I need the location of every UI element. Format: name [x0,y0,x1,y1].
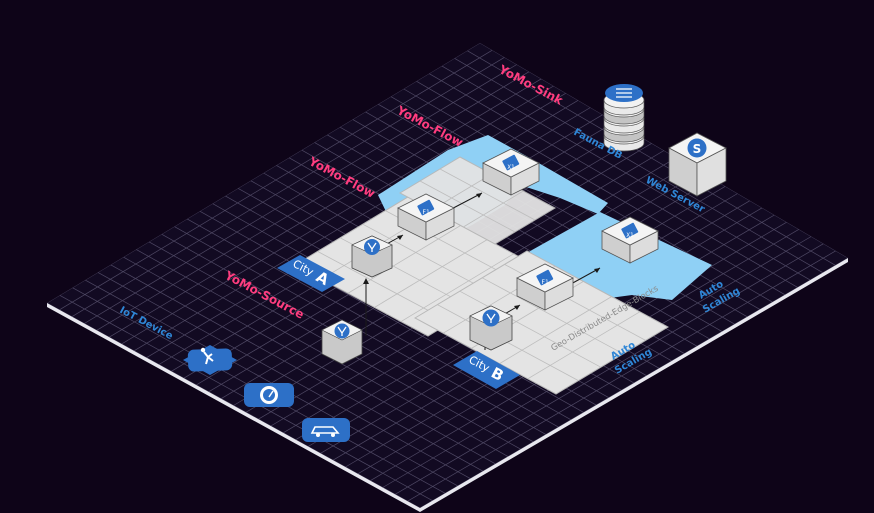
node-label-x1-upper: X1 [507,164,515,171]
edge-block-upper [398,156,557,245]
city-a-tag: City A [277,255,345,292]
node-label-layer: F1 X1 F1 X1 [422,164,634,286]
yomo-hex-node-city-b [469,305,513,351]
web-server-icon: S [668,132,727,197]
web-server-glyph: S [693,142,702,156]
yomo-source-icon [321,319,363,365]
node-label-f1-lower: F1 [541,279,549,286]
node-label-f1-upper: F1 [422,209,430,216]
database-icon [603,84,645,152]
yomo-hex-node-city-a [351,235,393,278]
worker-icon [183,345,237,375]
flow-block-x1-lower [601,216,659,264]
flow-block-f1-lower [516,263,574,311]
flow-block-x1-upper [482,148,540,196]
thermometer-icon [244,383,294,407]
car-icon [302,418,350,442]
connector-arrowheads [363,193,600,310]
flow-block-f1-upper [397,193,455,241]
city-b-tag: City B [453,351,520,389]
node-label-x1-lower: X1 [626,232,634,239]
